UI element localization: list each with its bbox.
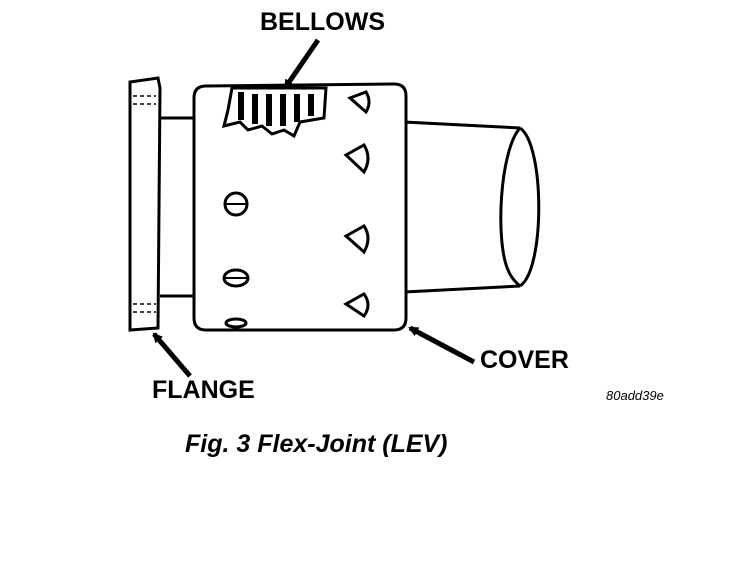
- pipe-stub: [160, 116, 196, 298]
- bolt-heads-left: [222, 191, 250, 329]
- cover-label: COVER: [480, 346, 569, 374]
- figure-caption: Fig. 3 Flex-Joint (LEV): [185, 430, 448, 458]
- bolt-heads-right: [343, 90, 371, 319]
- bellows-label: BELLOWS: [260, 8, 385, 36]
- figure-code: 80add39e: [606, 388, 664, 403]
- cover-arrow: [408, 325, 476, 365]
- cover: [192, 82, 408, 332]
- leader-arrows: [152, 38, 476, 378]
- exhaust-pipe: [403, 120, 541, 294]
- flange-label: FLANGE: [152, 376, 255, 404]
- bellows-arrow: [282, 38, 321, 90]
- flange-arrow: [152, 332, 192, 378]
- bellows-cutaway: [221, 86, 328, 139]
- flange: [128, 76, 162, 332]
